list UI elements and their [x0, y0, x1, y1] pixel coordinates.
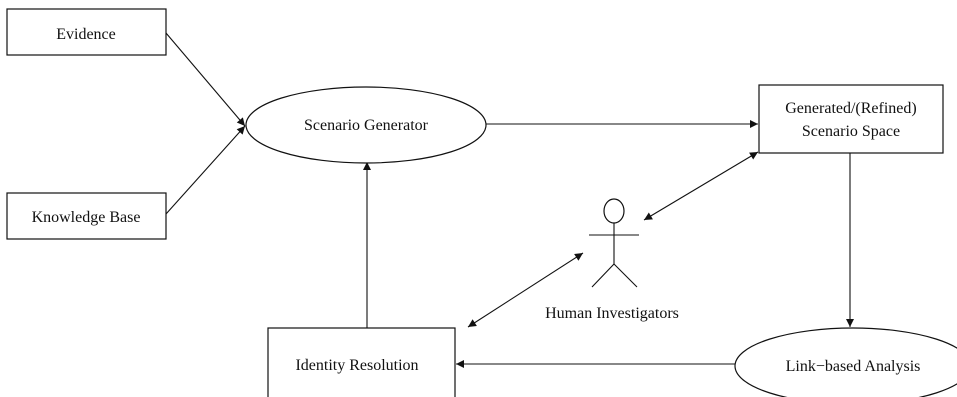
person-icon: [589, 198, 639, 288]
edge-knowledge-to-generator: [165, 125, 246, 215]
link-analysis-label: Link−based Analysis: [786, 358, 921, 375]
identity-resolution-node: Identity Resolution: [267, 327, 456, 397]
scenario-generator-node: Scenario Generator: [245, 86, 487, 164]
knowledge-base-node: Knowledge Base: [6, 192, 167, 240]
human-investigators-label: Human Investigators: [545, 305, 679, 322]
identity-resolution-label: Identity Resolution: [295, 357, 418, 374]
scenario-space-label-line1: Generated/(Refined): [785, 100, 916, 117]
scenario-generator-label: Scenario Generator: [304, 117, 429, 134]
link-analysis-node: Link−based Analysis: [734, 327, 957, 397]
evidence-label: Evidence: [56, 26, 116, 43]
human-investigators-node: Human Investigators: [545, 198, 679, 322]
scenario-space-node: Generated/(Refined) Scenario Space: [758, 84, 944, 154]
edge-investigators-identity: [467, 252, 584, 328]
evidence-node: Evidence: [6, 8, 167, 56]
scenario-space-label-line2: Scenario Space: [802, 123, 900, 140]
edge-investigators-space: [643, 151, 759, 221]
knowledge-base-label: Knowledge Base: [32, 209, 141, 226]
edge-evidence-to-generator: [165, 32, 246, 127]
